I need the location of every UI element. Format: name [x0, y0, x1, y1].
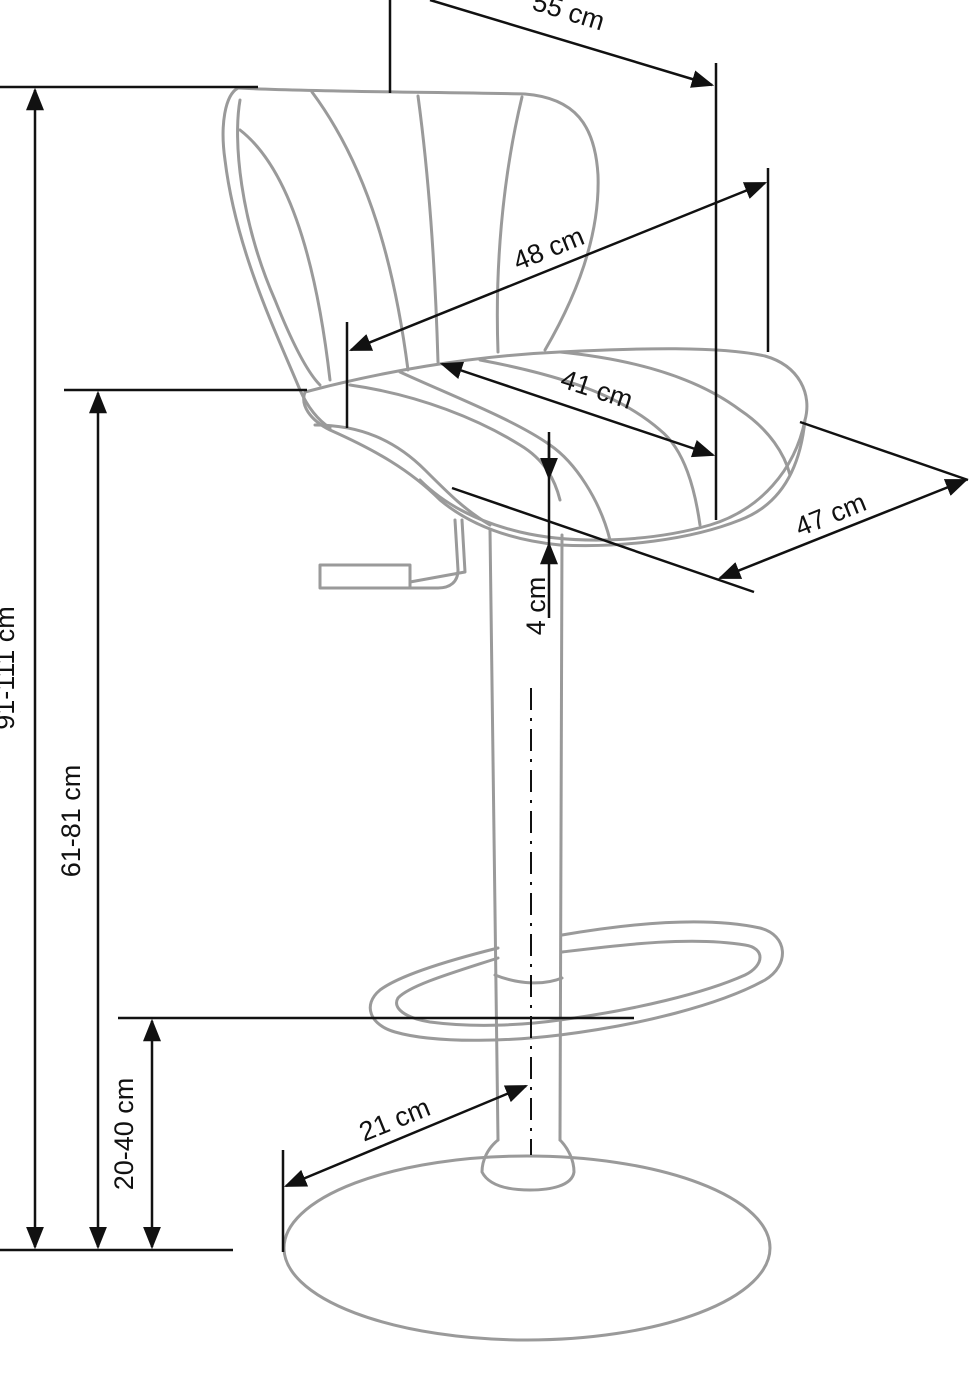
label-total-height: 91-111 cm — [0, 606, 20, 730]
dim-seat-width — [717, 478, 969, 580]
ext-seatwidth-front — [451, 486, 755, 594]
backrest-channel-4 — [495, 95, 524, 354]
footrest-ring-outer — [368, 920, 784, 1042]
backrest-channel-2 — [310, 90, 410, 372]
footrest-ring-inner — [395, 939, 762, 1027]
label-footrest-height: 20-40 cm — [109, 1078, 139, 1191]
label-depth-top: 55 cm — [529, 0, 608, 36]
dim-depth-top — [429, 0, 715, 88]
backrest-channel-1 — [238, 128, 332, 382]
column-collar — [493, 973, 564, 985]
seat-top — [303, 347, 809, 542]
dim-seat-depth — [439, 361, 716, 458]
dim-base-radius — [283, 1084, 529, 1188]
label-backrest-width: 48 cm — [509, 221, 588, 276]
label-seat-height: 61-81 cm — [56, 765, 86, 878]
dim-backrest-width — [348, 181, 768, 352]
seat-channel-4 — [348, 383, 562, 502]
base-plate — [282, 1154, 772, 1342]
ext-seatwidth-right — [799, 420, 969, 482]
dimension-lines — [0, 0, 969, 1252]
label-seat-thickness: 4 cm — [521, 577, 551, 636]
column-right — [558, 533, 564, 1142]
backrest-inner-rim — [236, 98, 322, 387]
label-base-radius: 21 cm — [355, 1092, 434, 1147]
backrest-shell — [221, 86, 332, 430]
base-socket — [480, 1138, 576, 1192]
dimension-labels: 55 cm 48 cm 41 cm 47 cm 4 cm 91-111 cm 6… — [0, 0, 870, 1190]
column-left — [488, 528, 500, 1142]
backrest-top — [236, 86, 600, 352]
lift-lever-arm — [408, 518, 467, 584]
seat-side — [313, 423, 492, 527]
stool-outline — [221, 86, 809, 1342]
seat-channel-3 — [558, 350, 792, 477]
